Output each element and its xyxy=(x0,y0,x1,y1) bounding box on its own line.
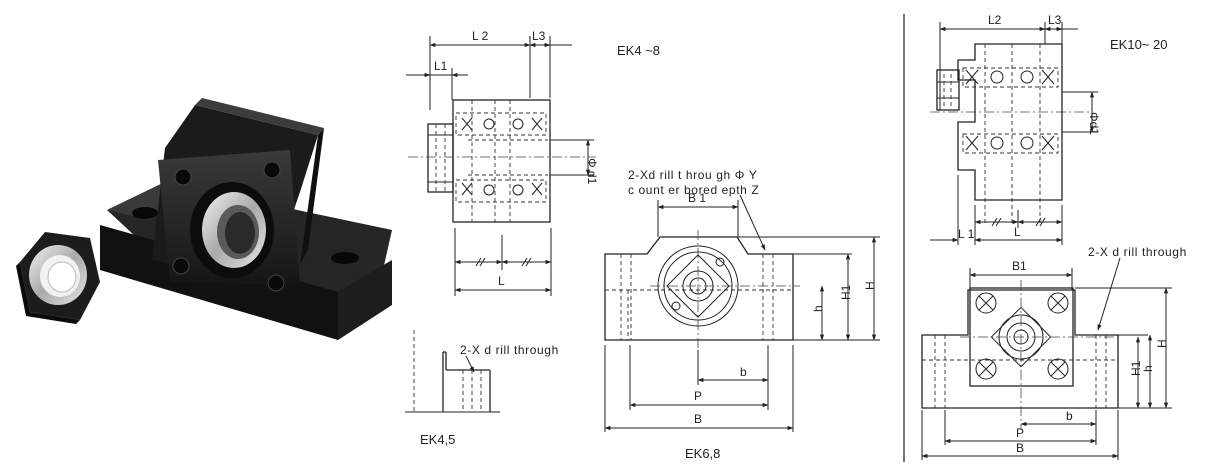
ek6-8-dim-h1: H1 xyxy=(839,284,853,300)
ek4-8-dim-l2: L 2 xyxy=(472,29,489,43)
ek10-20-dim-p: P xyxy=(1016,426,1024,440)
product-photo xyxy=(16,98,392,340)
note-drill-through-small: 2-X d rill through xyxy=(460,343,559,357)
ek10-20-dim-l3: L3 xyxy=(1048,13,1062,27)
ek6-8-front-view xyxy=(604,194,880,432)
ek10-20-dim-l: L xyxy=(1014,225,1021,239)
ek10-20-dim-h1: H1 xyxy=(1129,360,1143,376)
ek6-8-dim-big-h: H xyxy=(863,281,877,290)
ek4-8-dim-d1: Φ d1 xyxy=(585,158,599,185)
ek10-20-dim-l2: L2 xyxy=(988,13,1002,27)
ek4-8-dim-l3: L3 xyxy=(532,29,546,43)
ek4-5-detail-view xyxy=(405,330,500,413)
ek6-8-dim-p: P xyxy=(694,389,702,403)
ek10-20-dim-d1: Φd1 xyxy=(1087,112,1101,135)
ek6-8-dim-h: h xyxy=(811,305,825,312)
note-counterbore-line1: 2-Xd rill t hrou gh Φ Y xyxy=(628,168,757,182)
caption-ek10-20: EK10~ 20 xyxy=(1110,37,1167,52)
ek4-8-side-view xyxy=(406,36,596,296)
note-counterbore-line2: c ount er bored epth Z xyxy=(628,183,759,197)
ek4-8-dim-l: L xyxy=(498,274,505,288)
ek10-20-dim-b1: B1 xyxy=(1012,259,1027,273)
note-drill-through-large: 2-X d rill through xyxy=(1088,245,1187,259)
ek4-8-dim-l1: L1 xyxy=(434,59,448,73)
ek6-8-dim-b: b xyxy=(740,365,747,379)
ek10-20-dim-big-b: B xyxy=(1016,441,1024,455)
caption-ek4-8: EK4 ~8 xyxy=(617,43,660,58)
ek6-8-dim-b1: B 1 xyxy=(688,191,706,205)
ek10-20-side-view xyxy=(930,22,1098,245)
ek6-8-dim-big-b: B xyxy=(694,412,702,426)
ek10-20-dim-h: h xyxy=(1141,365,1155,372)
caption-ek6-8: EK6,8 xyxy=(685,446,720,461)
ek10-20-dim-big-h: H xyxy=(1155,339,1169,348)
ek10-20-front-view xyxy=(921,257,1172,460)
ek10-20-dim-l1: L 1 xyxy=(958,227,975,241)
caption-ek4-5: EK4,5 xyxy=(420,432,455,447)
ek10-20-dim-b: b xyxy=(1066,409,1073,423)
